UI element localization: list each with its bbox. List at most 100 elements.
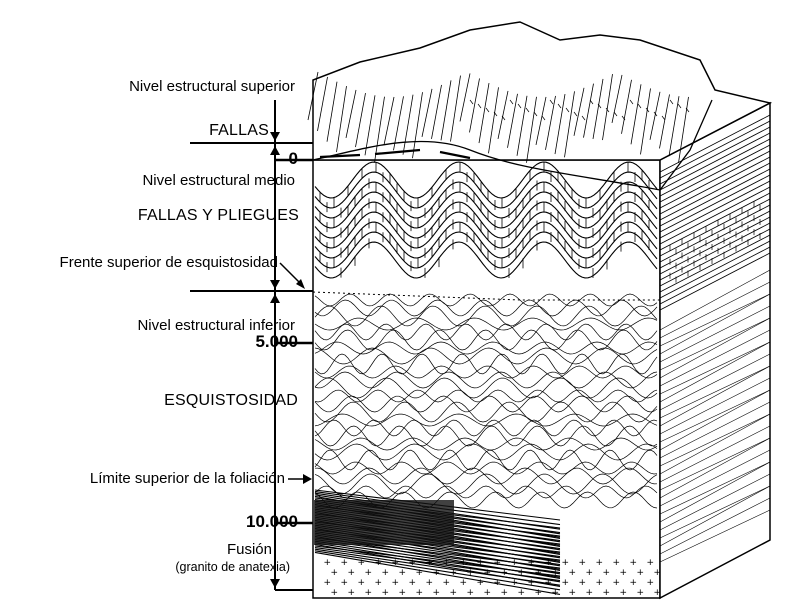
svg-text:+: + [630, 558, 638, 568]
granite-anatexis: ++++++++++++++++++++++++++++++++++++++++… [324, 558, 662, 598]
svg-text:+: + [562, 558, 570, 568]
svg-text:+: + [467, 588, 475, 598]
svg-text:+: + [416, 588, 424, 598]
thrust-sheet-edge [312, 99, 713, 191]
arrow-down-medio [270, 280, 280, 289]
label-limite-foliacion: Límite superior de la foliación [89, 470, 285, 487]
svg-text:+: + [433, 588, 441, 598]
foliation-pointer-head [303, 474, 312, 484]
svg-text:+: + [528, 558, 536, 568]
svg-text:+: + [484, 568, 492, 578]
schistosity-zone [314, 293, 658, 509]
svg-text:+: + [528, 578, 536, 588]
svg-text:+: + [433, 568, 441, 578]
svg-text:+: + [324, 558, 332, 568]
svg-text:+: + [399, 568, 407, 578]
svg-text:+: + [341, 578, 349, 588]
frente-pointer [279, 262, 303, 286]
svg-text:+: + [365, 568, 373, 578]
svg-text:+: + [620, 588, 628, 598]
svg-text:+: + [545, 578, 553, 588]
svg-text:+: + [358, 558, 366, 568]
label-frente-esquistosidad: Frente superior de esquistosidad [59, 254, 278, 271]
svg-text:+: + [569, 588, 577, 598]
label-nivel-medio: Nivel estructural medio [142, 172, 295, 189]
svg-text:+: + [382, 568, 390, 578]
side-strata [659, 114, 771, 563]
svg-text:+: + [331, 568, 339, 578]
svg-text:+: + [586, 588, 594, 598]
svg-text:+: + [494, 578, 502, 588]
frente-dotted-line [312, 291, 660, 301]
svg-text:+: + [596, 558, 604, 568]
svg-text:+: + [637, 568, 645, 578]
block-side-face [659, 101, 771, 600]
arrow-up-inferior [270, 294, 280, 303]
arrow-down-fusion [270, 579, 280, 588]
svg-text:+: + [494, 558, 502, 568]
svg-text:+: + [399, 588, 407, 598]
svg-text:+: + [358, 578, 366, 588]
label-fallas: FALLAS [209, 122, 269, 139]
svg-text:+: + [375, 578, 383, 588]
block-top-surface [307, 21, 773, 191]
svg-text:+: + [518, 588, 526, 598]
svg-text:+: + [460, 578, 468, 588]
svg-text:+: + [535, 588, 543, 598]
svg-text:+: + [331, 588, 339, 598]
svg-text:+: + [382, 588, 390, 598]
svg-text:+: + [586, 568, 594, 578]
dense-dark-band [314, 500, 454, 545]
svg-text:+: + [365, 588, 373, 598]
svg-text:+: + [416, 568, 424, 578]
svg-text:+: + [348, 568, 356, 578]
svg-text:+: + [501, 568, 509, 578]
svg-text:+: + [579, 558, 587, 568]
svg-text:+: + [511, 578, 519, 588]
svg-text:+: + [535, 568, 543, 578]
label-esquistosidad: ESQUISTOSIDAD [164, 392, 298, 409]
svg-text:+: + [460, 558, 468, 568]
svg-text:+: + [477, 578, 485, 588]
arrow-up-medio [270, 146, 280, 155]
svg-text:+: + [569, 568, 577, 578]
svg-text:+: + [562, 578, 570, 588]
label-depth-10000: 10.000 [246, 512, 298, 531]
block-front-face: ++++++++++++++++++++++++++++++++++++++++… [312, 159, 662, 599]
svg-text:+: + [613, 558, 621, 568]
top-surface-outline [312, 21, 773, 161]
label-nivel-superior: Nivel estructural superior [129, 78, 295, 95]
label-depth-0: 0 [288, 149, 298, 168]
svg-text:+: + [637, 588, 645, 598]
svg-text:+: + [484, 588, 492, 598]
svg-text:+: + [545, 558, 553, 568]
arrow-down-fallas [270, 132, 280, 141]
svg-text:+: + [511, 558, 519, 568]
svg-text:+: + [552, 588, 560, 598]
svg-text:+: + [620, 568, 628, 578]
label-granito: (granito de anatexia) [175, 560, 290, 574]
svg-text:+: + [450, 568, 458, 578]
svg-text:+: + [443, 578, 451, 588]
svg-text:+: + [613, 578, 621, 588]
svg-text:+: + [603, 568, 611, 578]
label-fusion: Fusión [226, 541, 272, 558]
brick-pattern [319, 162, 650, 278]
svg-text:+: + [375, 558, 383, 568]
svg-text:+: + [579, 578, 587, 588]
svg-text:+: + [324, 578, 332, 588]
svg-text:+: + [654, 588, 662, 598]
svg-text:+: + [518, 568, 526, 578]
frente-pointer-head [296, 279, 305, 289]
fault-trace [319, 148, 471, 160]
svg-text:+: + [477, 558, 485, 568]
svg-text:+: + [647, 558, 655, 568]
svg-text:+: + [392, 578, 400, 588]
svg-text:+: + [409, 578, 417, 588]
svg-text:+: + [467, 568, 475, 578]
svg-text:+: + [450, 588, 458, 598]
svg-text:+: + [654, 568, 662, 578]
svg-text:+: + [443, 558, 451, 568]
label-nivel-inferior: Nivel estructural inferior [137, 317, 295, 334]
